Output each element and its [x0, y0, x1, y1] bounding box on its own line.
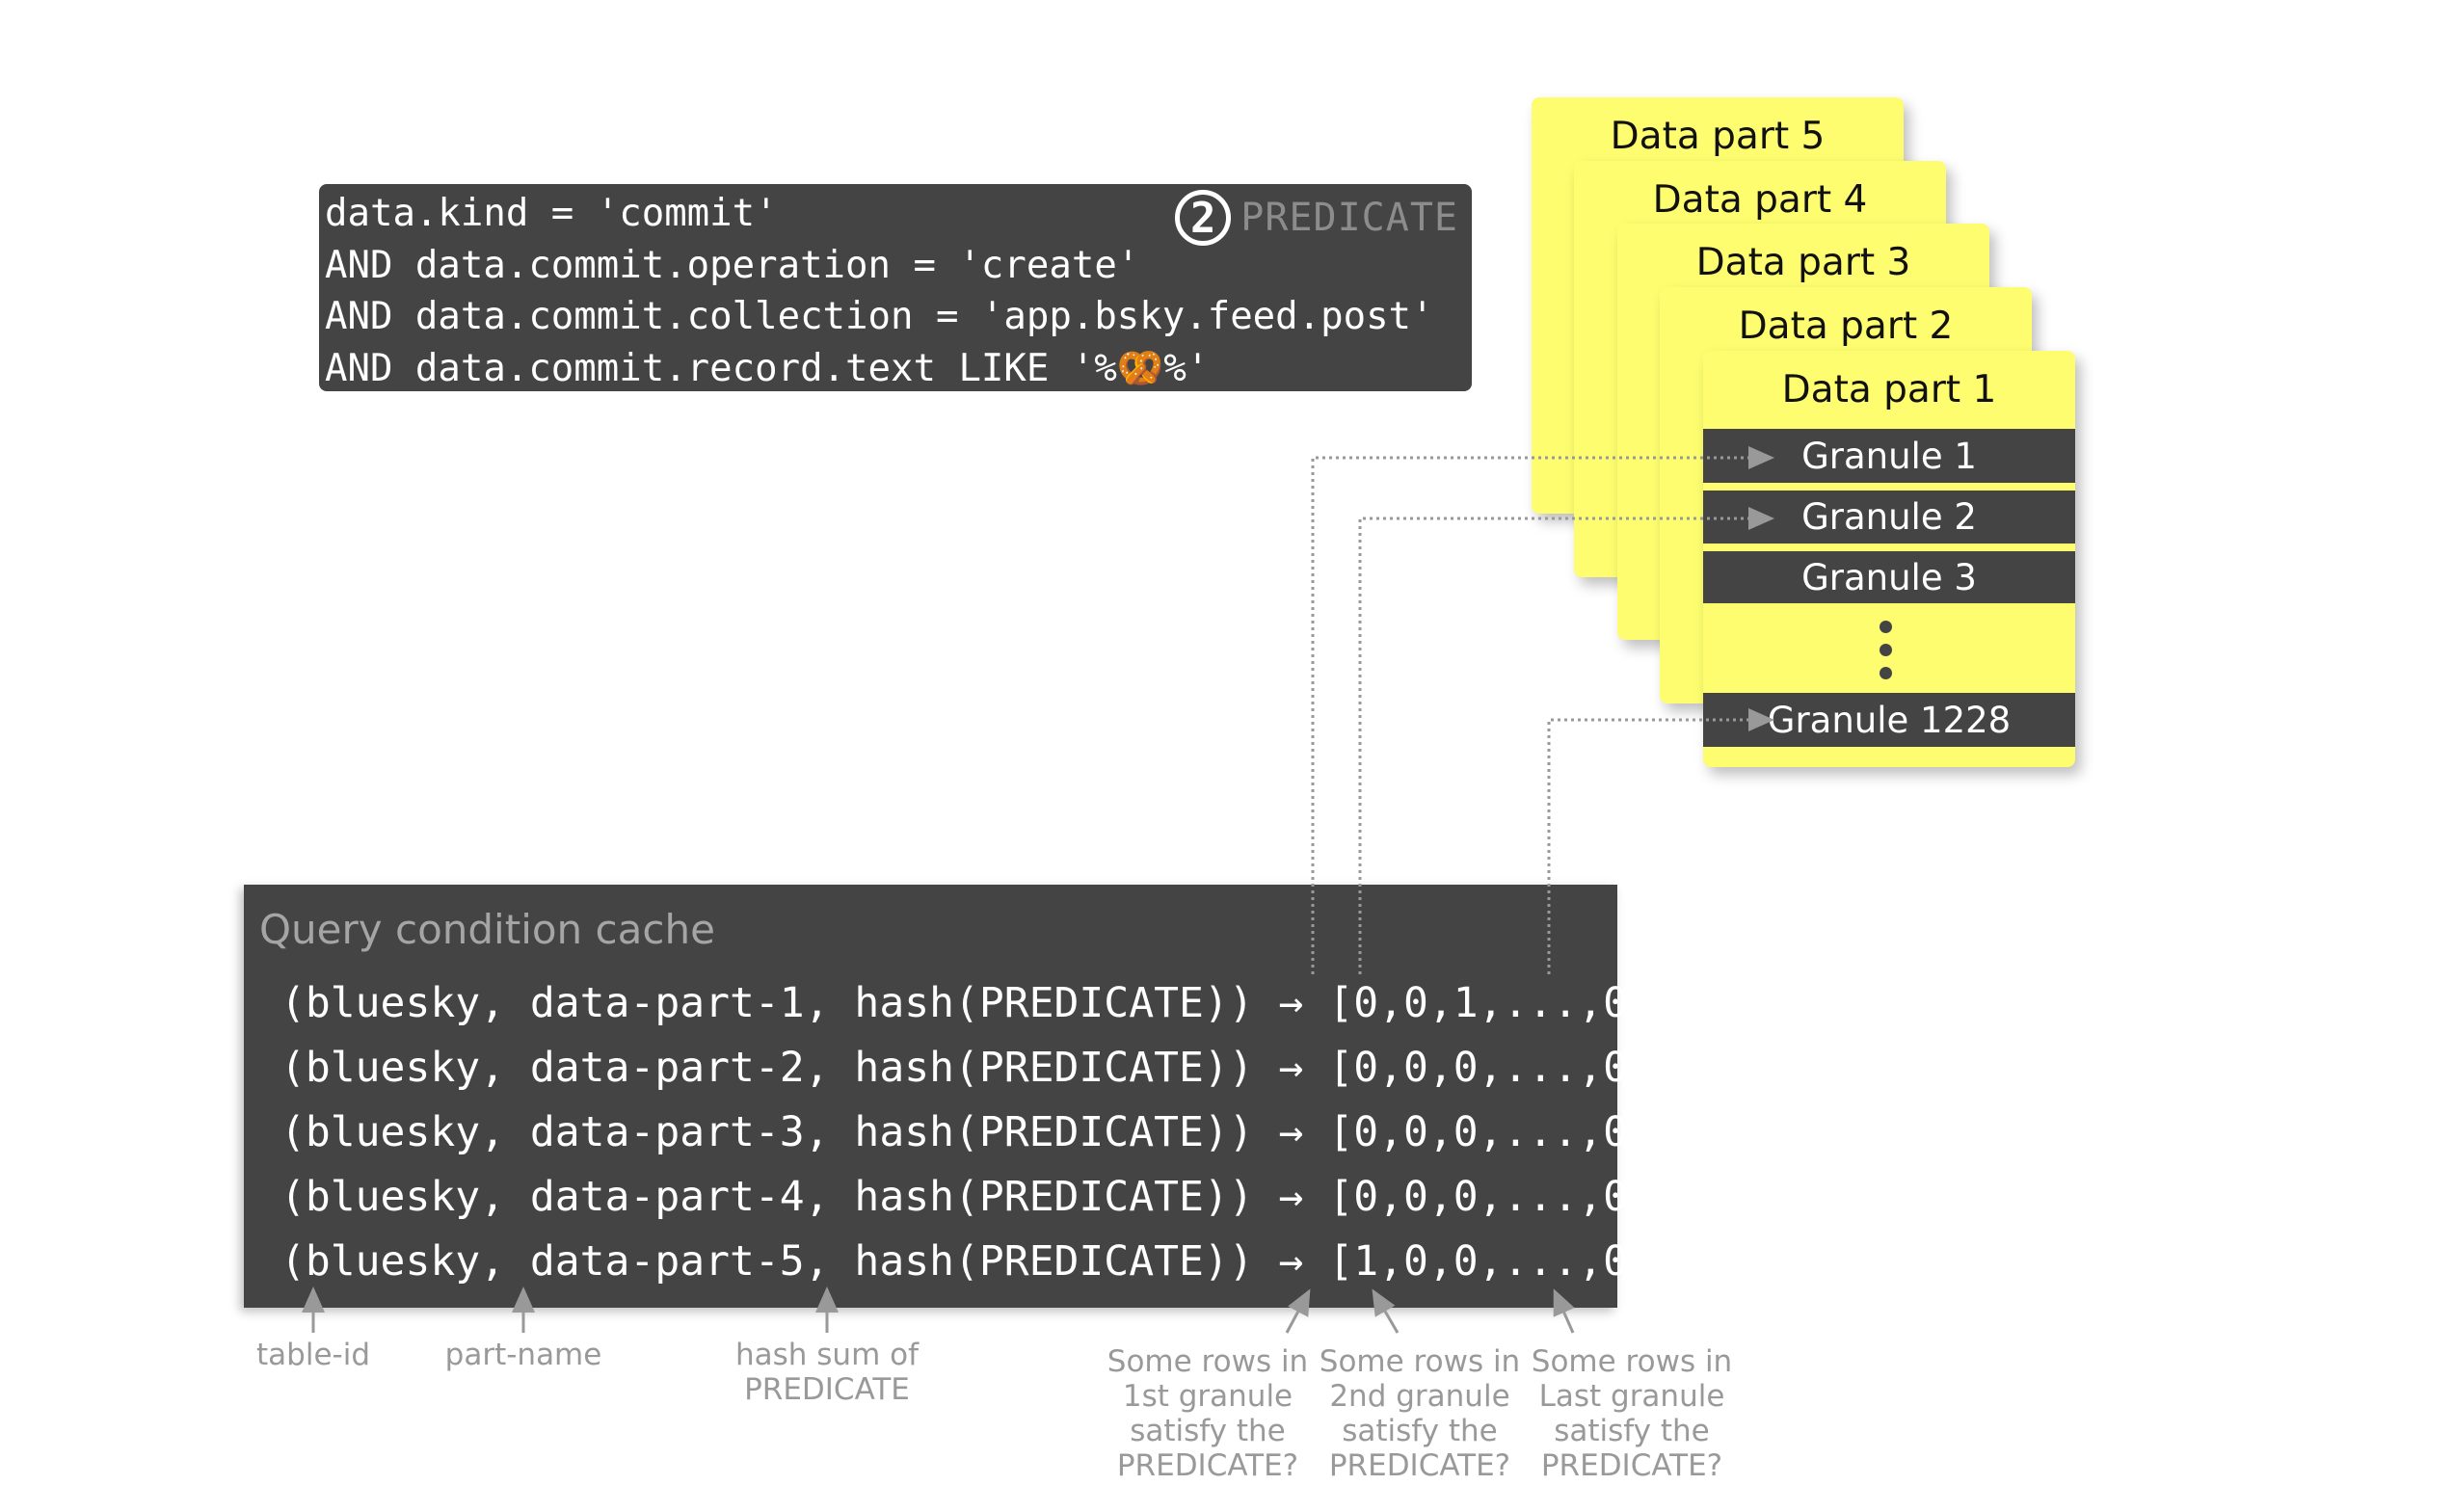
granule-2: Granule 2 — [1703, 491, 2075, 544]
hash-sum-label: hash sum of PREDICATE — [734, 1338, 920, 1407]
cache-title: Query condition cache — [259, 906, 715, 953]
data-part-1: Data part 1 Granule 1 Granule 2 Granule … — [1703, 351, 2075, 767]
step-number-circle: 2 — [1175, 190, 1232, 246]
cache-entry: (bluesky, data-part-4, hash(PREDICATE)) … — [280, 1173, 1653, 1221]
granule-last-arrow — [1553, 1288, 1575, 1334]
cache-entry: (bluesky, data-part-2, hash(PREDICATE)) … — [280, 1044, 1653, 1092]
cache-entry: (bluesky, data-part-1, hash(PREDICATE)) … — [280, 979, 1653, 1027]
cache-entry: (bluesky, data-part-5, hash(PREDICATE)) … — [280, 1237, 1653, 1286]
predicate-line: AND data.commit.record.text LIKE '%🥨%' — [325, 346, 1210, 390]
granule-3: Granule 3 — [1703, 551, 2075, 603]
granule-1-label: Some rows in 1st granule satisfy the PRE… — [1107, 1344, 1309, 1483]
cache-entry: (bluesky, data-part-3, hash(PREDICATE)) … — [280, 1108, 1653, 1156]
granule-2-connector — [1358, 507, 1774, 974]
data-part-title: Data part 1 — [1781, 367, 1997, 411]
granule-1228: Granule 1228 — [1703, 693, 2075, 747]
predicate-badge: 2 PREDICATE — [1175, 190, 1458, 246]
query-condition-cache: Query condition cache (bluesky, data-par… — [244, 885, 1653, 1308]
data-part-title: Data part 4 — [1652, 177, 1868, 222]
granule-2-label: Some rows in 2nd granule satisfy the PRE… — [1319, 1344, 1521, 1483]
predicate-code-block: data.kind = 'commit' AND data.commit.ope… — [319, 184, 1472, 391]
predicate-label: PREDICATE — [1240, 196, 1458, 240]
data-part-title: Data part 5 — [1610, 114, 1826, 158]
granule-1-arrow — [1285, 1288, 1311, 1334]
granule-2-arrow — [1372, 1288, 1400, 1334]
part-name-label: part-name — [444, 1338, 602, 1372]
predicate-line: data.kind = 'commit' — [325, 192, 778, 235]
granule-1-connector — [1311, 446, 1774, 974]
granule-1228-connector — [1547, 708, 1774, 974]
granule-last-label: Some rows in Last granule satisfy the PR… — [1531, 1344, 1733, 1483]
ellipsis-icon — [1880, 621, 1893, 690]
data-part-title: Data part 3 — [1695, 240, 1911, 284]
data-part-title: Data part 2 — [1738, 304, 1954, 348]
table-id-label: table-id — [256, 1338, 370, 1372]
predicate-line: AND data.commit.collection = 'app.bsky.f… — [325, 295, 1434, 338]
predicate-line: AND data.commit.operation = 'create' — [325, 243, 1140, 287]
